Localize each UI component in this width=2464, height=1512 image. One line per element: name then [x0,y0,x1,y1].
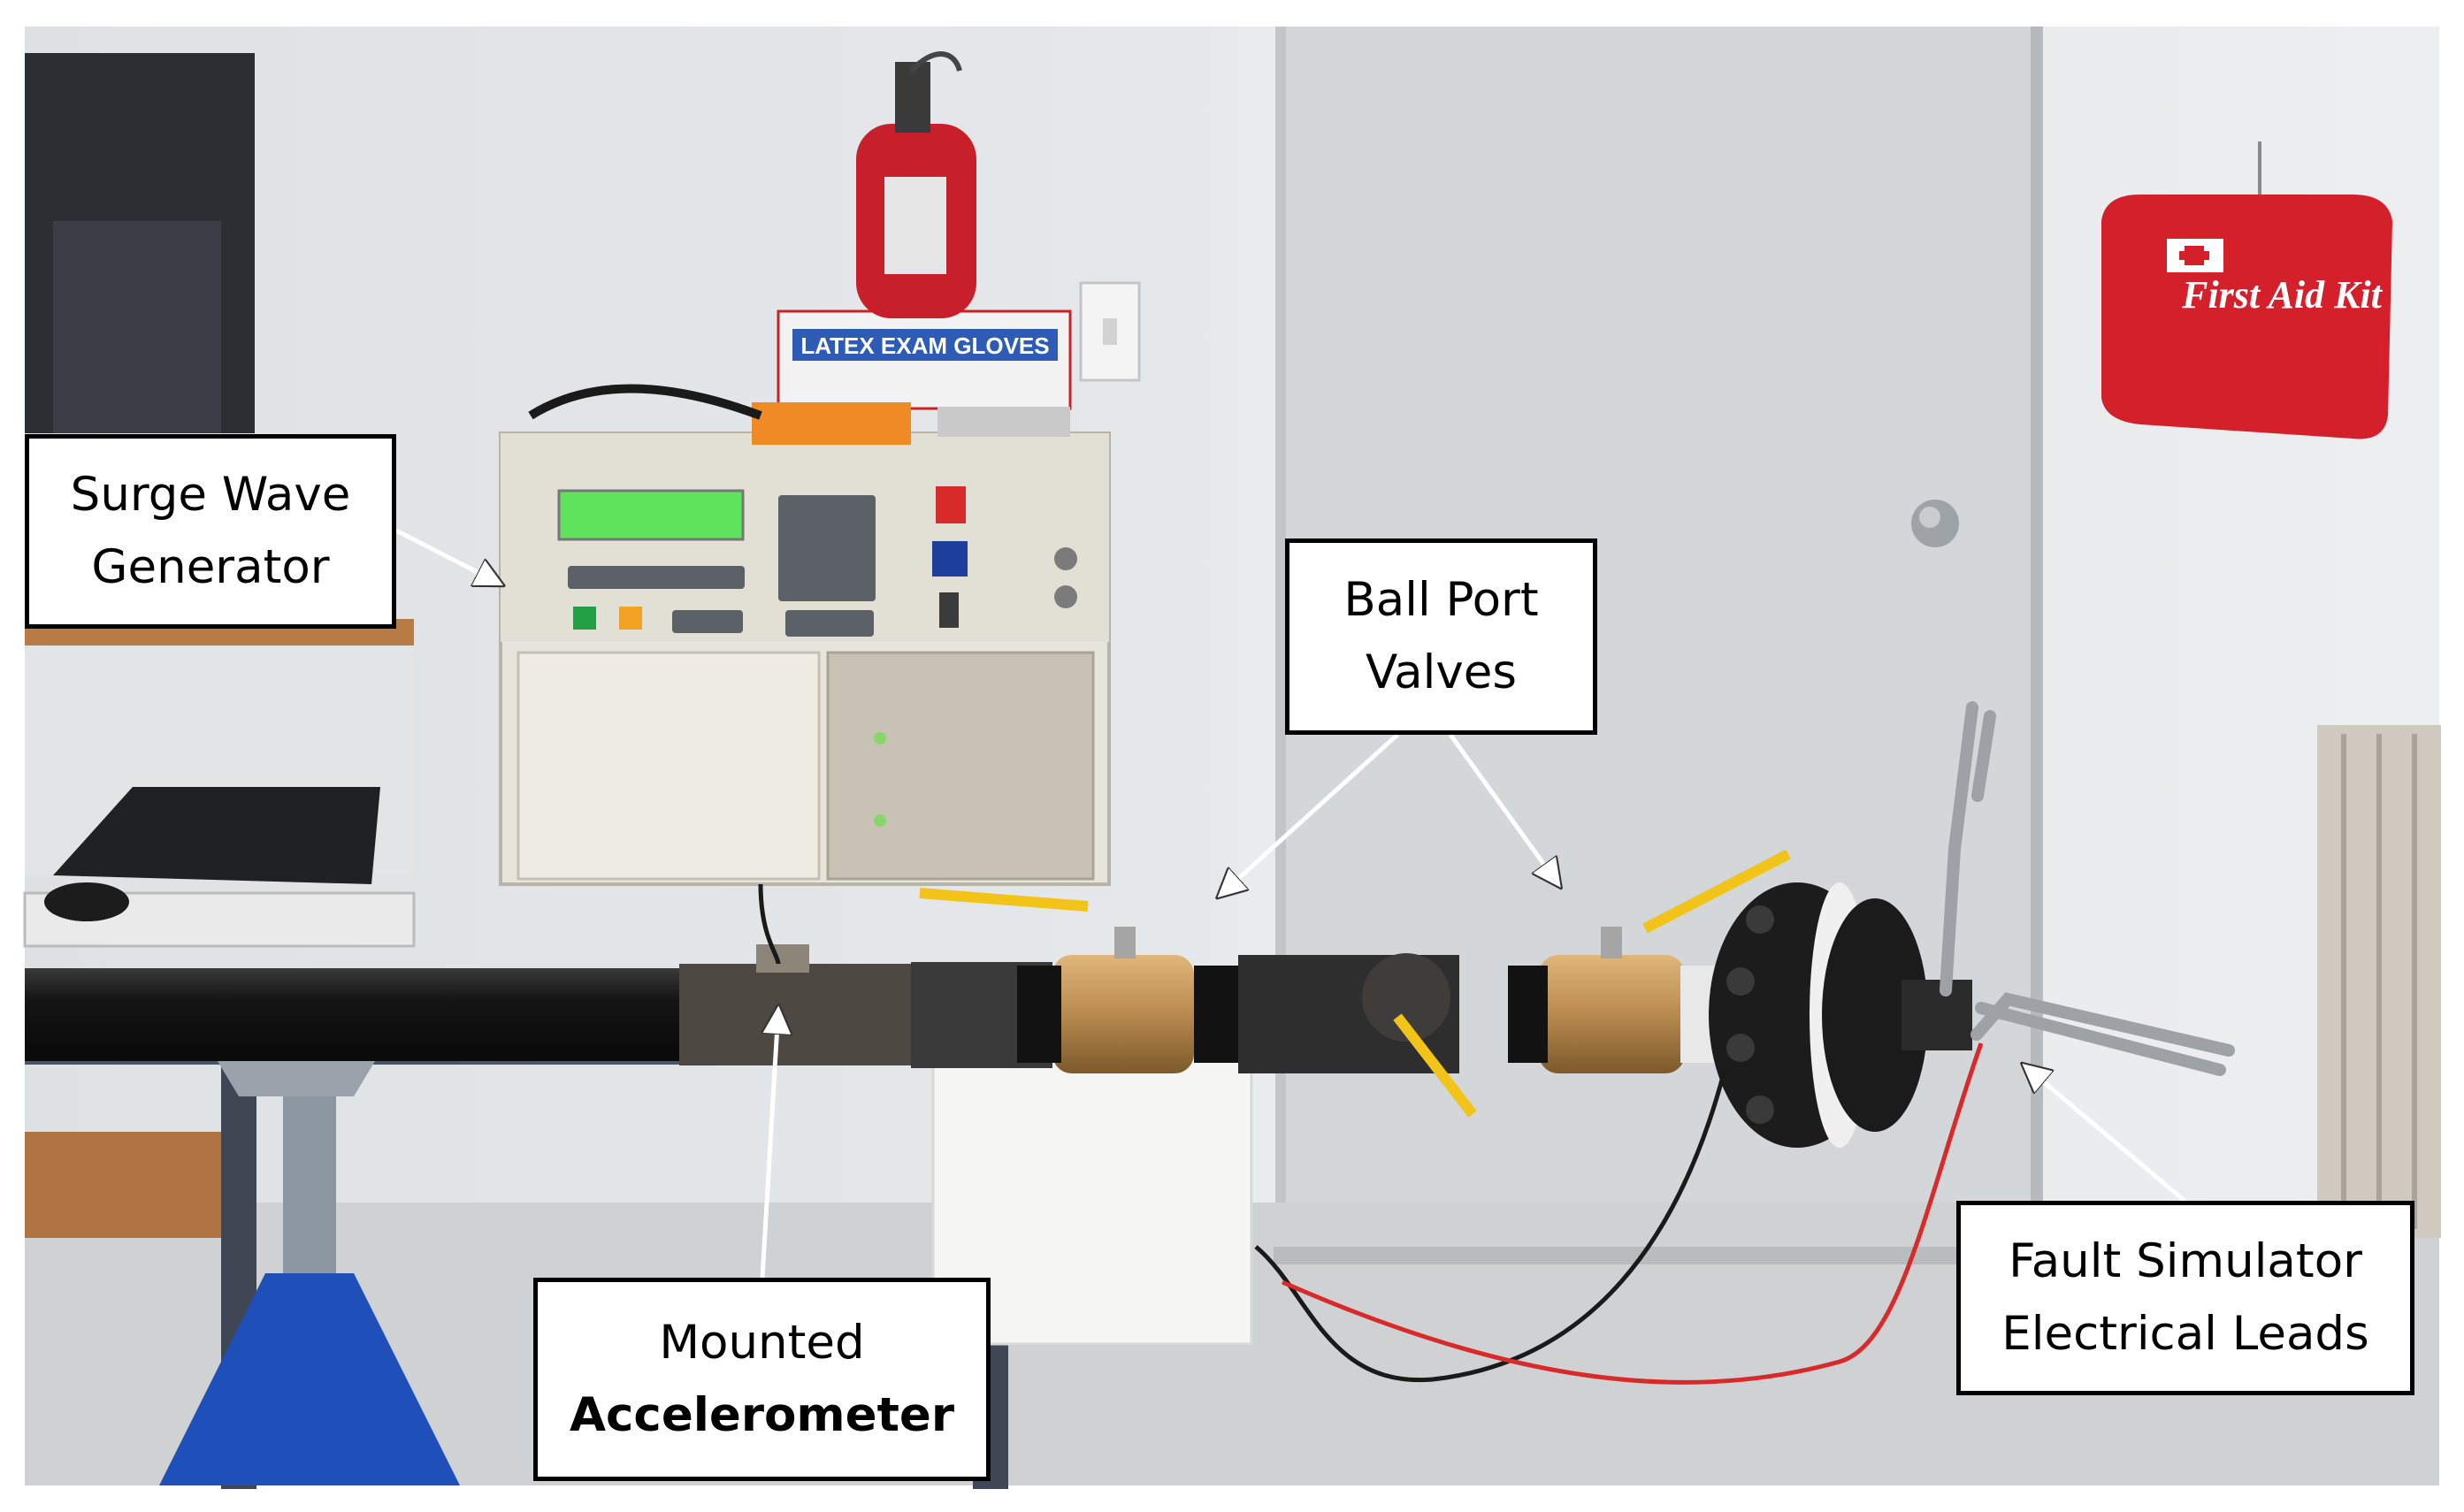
callout-ball-line-2: Valves [1366,645,1517,699]
ball-port-valve-2 [1508,849,1791,1073]
callout-accel-line-1: Mounted [659,1315,865,1370]
surge-wave-generator [499,431,1111,886]
fault-simulator [1940,701,2235,1076]
glove-box-label: LATEX EXAM GLOVES [800,332,1049,359]
callout-ball-port-valves: Ball Port Valves [1285,538,1597,735]
callout-surge-line-2: Generator [91,540,330,594]
laptop [53,787,380,884]
first-aid-kit-icon: First Aid Kit [2101,141,2392,439]
ball-port-valve-1 [919,888,1238,1073]
callout-fault-line-1: Fault Simulator [2009,1233,2362,1288]
callout-ball-line-1: Ball Port [1343,572,1539,627]
fire-extinguisher-icon [856,51,976,318]
first-aid-kit-label: First Aid Kit [2181,273,2384,317]
callout-accel-line-2: Accelerometer [569,1388,955,1442]
callout-fault-simulator-leads: Fault Simulator Electrical Leads [1956,1201,2414,1395]
pipe-flange [1709,882,1972,1148]
callout-fault-line-2: Electrical Leads [2001,1307,2369,1361]
generator-display [557,489,745,541]
callout-surge-line-1: Surge Wave [70,467,351,522]
callout-mounted-accelerometer: Mounted Accelerometer [533,1278,991,1481]
pipe-stand [159,1052,460,1485]
callout-surge-wave-generator: Surge Wave Generator [25,434,396,629]
arrow-icon [394,528,2186,1279]
